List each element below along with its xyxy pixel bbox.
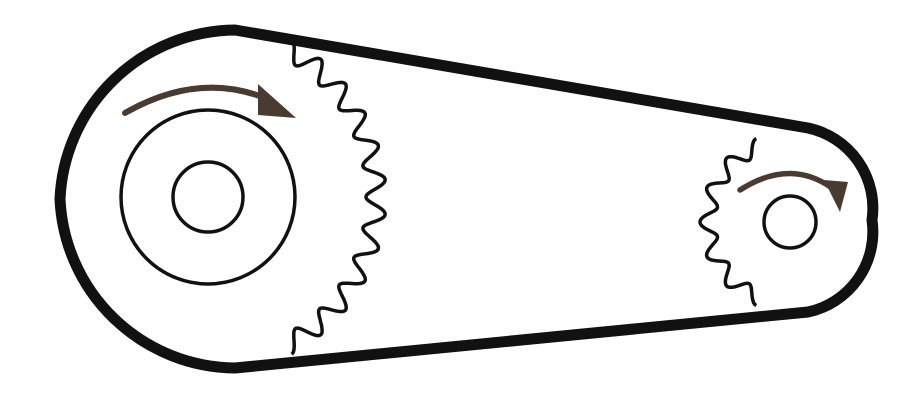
belt-loop <box>54 24 879 374</box>
large-sprocket-axle <box>171 160 245 234</box>
small-sprocket-rotation-arrow <box>737 170 848 212</box>
arrowhead-icon <box>824 180 848 212</box>
large-sprocket-teeth <box>290 38 387 356</box>
large-sprocket-hub-outer <box>119 108 297 286</box>
arrowhead-icon <box>258 84 296 118</box>
small-sprocket-axle <box>762 194 818 250</box>
large-sprocket-rotation-arrow <box>122 84 296 118</box>
small-sprocket-teeth <box>698 137 758 307</box>
